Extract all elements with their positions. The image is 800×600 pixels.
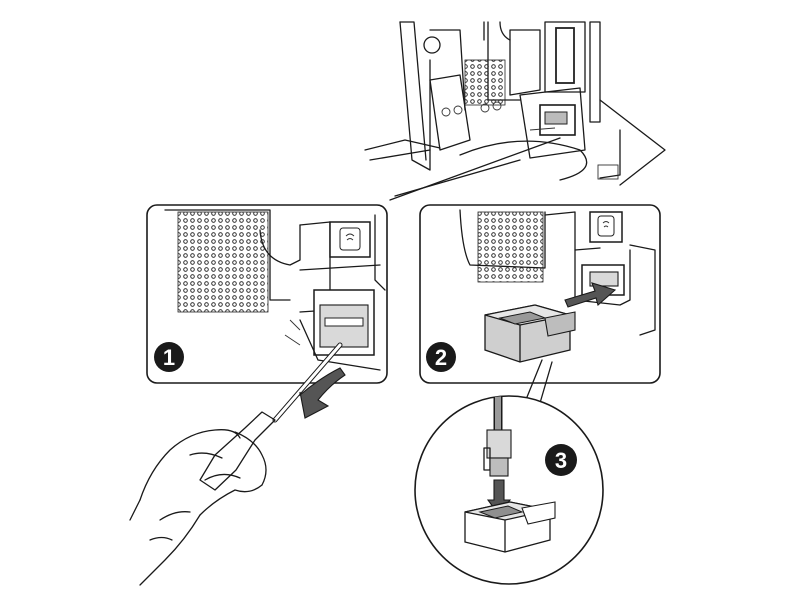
step-1-panel: 1 xyxy=(146,204,388,384)
screwdriver-icon xyxy=(199,342,343,491)
step-3-detail: 3 xyxy=(414,395,604,585)
step-2-badge: 2 xyxy=(426,342,456,372)
connector-plug-icon xyxy=(484,304,576,363)
network-cable-icon xyxy=(483,429,512,477)
step-3-number: 3 xyxy=(555,448,567,473)
step-1-badge: 1 xyxy=(154,342,184,372)
rotate-arrow-icon xyxy=(299,367,346,419)
step-2-panel: 2 xyxy=(419,204,661,384)
insert-arrow-icon xyxy=(564,282,617,308)
step-3-badge: 3 xyxy=(545,444,577,476)
hand-icon xyxy=(129,429,267,586)
step-1-number: 1 xyxy=(163,345,175,370)
device-overview xyxy=(364,21,666,201)
step-2-number: 2 xyxy=(435,345,447,370)
